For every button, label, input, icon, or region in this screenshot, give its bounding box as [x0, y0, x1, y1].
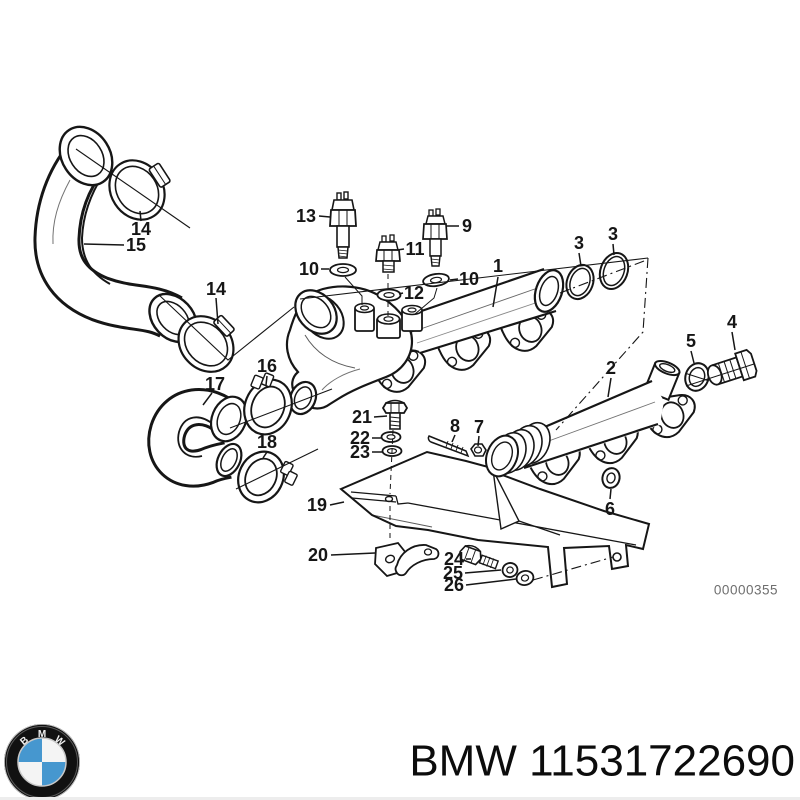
callout-leader-5 [690, 350, 695, 364]
pipe-2-slip-end [485, 421, 551, 478]
callout-leader-18 [262, 451, 268, 459]
callout-leader-12 [398, 292, 404, 295]
callout-leader-10 [449, 278, 459, 281]
callout-20: 20 [308, 545, 328, 565]
bolt-21 [381, 399, 409, 430]
sensor-9 [422, 208, 448, 267]
sensor-boss-2 [376, 313, 401, 339]
alignment-lines [75, 148, 755, 581]
callout-5: 5 [686, 331, 696, 351]
callout-24: 24 [444, 549, 464, 569]
bmw-logo-letter-m: M [38, 729, 46, 740]
washer-10-left [329, 263, 357, 277]
bolt-24 [459, 544, 500, 570]
washer-6 [601, 467, 621, 489]
bmw-logo: B M W [4, 724, 80, 800]
callout-16: 16 [257, 356, 277, 376]
callout-22: 22 [350, 428, 370, 448]
washer-12 [376, 288, 402, 302]
callout-leader-14 [215, 297, 219, 325]
callout-leader-3 [612, 243, 615, 256]
sensor-11 [375, 234, 401, 273]
callout-leader-26 [465, 578, 517, 586]
callout-12: 12 [404, 283, 424, 303]
nut-25 [501, 562, 519, 578]
callout-leader-19 [329, 501, 345, 506]
callout-leader-3 [578, 252, 582, 267]
callout-13: 13 [296, 206, 316, 226]
hose-17 [147, 388, 249, 488]
washer-26 [515, 569, 535, 587]
callout-14: 14 [206, 279, 226, 299]
washer-10-right [422, 272, 450, 288]
diagram-code: 00000355 [714, 583, 778, 598]
callout-leader-14 [139, 210, 142, 222]
callout-21: 21 [352, 407, 372, 427]
housing-inlet-collar [294, 289, 345, 340]
callout-3: 3 [574, 233, 584, 253]
footer: B M W BMW 11531722690 [4, 724, 795, 800]
ring-16 [243, 372, 293, 436]
o-ring-3b [598, 252, 630, 290]
callout-leader-11 [396, 248, 405, 251]
callout-2: 2 [606, 358, 616, 378]
hose-clamp-14a [108, 159, 171, 221]
sensor-13 [329, 191, 357, 259]
callout-7: 7 [474, 417, 484, 437]
callout-14: 14 [131, 219, 151, 239]
callout-9: 9 [462, 216, 472, 236]
callout-leader-4 [731, 331, 736, 351]
callout-leader-6 [609, 488, 612, 500]
callout-leader-1 [492, 276, 499, 308]
callout-8: 8 [450, 416, 460, 436]
o-ring-3a [565, 263, 595, 301]
callout-11: 11 [405, 239, 424, 259]
sensor-boss-3 [401, 304, 423, 332]
callout-10: 10 [299, 259, 319, 279]
hose-17-top-opening [209, 395, 249, 443]
callout-leader-13 [318, 215, 331, 218]
callout-18: 18 [257, 432, 277, 452]
bmw-logo-quadrants [17, 737, 67, 787]
callout-3: 3 [608, 224, 618, 244]
nut-7 [470, 443, 487, 457]
washer-22 [380, 431, 402, 443]
callout-leader-15 [83, 243, 125, 246]
callout-10: 10 [459, 269, 479, 289]
callout-15: 15 [126, 235, 146, 255]
callout-26: 26 [444, 575, 464, 595]
bracket-20 [374, 541, 440, 578]
callout-19: 19 [307, 495, 327, 515]
callout-leader-2 [607, 377, 612, 398]
callout-leader-21 [373, 415, 388, 418]
callout-1: 1 [493, 256, 503, 276]
callout-leader-20 [330, 552, 376, 556]
callout-4: 4 [727, 312, 737, 332]
callout-leader-25 [464, 569, 502, 574]
plug-4 [706, 348, 758, 386]
housing-outlet [288, 380, 318, 416]
callout-25: 25 [443, 563, 463, 583]
callout-6: 6 [605, 499, 615, 519]
part-number-text: BMW 11531722690 [409, 737, 795, 786]
hose-17-end-opening [215, 442, 243, 478]
pipe-2 [485, 359, 696, 486]
callout-leader-17 [202, 392, 213, 406]
callout-23: 23 [350, 442, 370, 462]
sensor-boss-1 [354, 302, 375, 332]
hose-clamp-14b [177, 314, 235, 373]
page-bottom-edge [0, 797, 800, 800]
pipe-1 [372, 267, 565, 393]
callout-leader-16 [265, 375, 268, 386]
pipe-1-end-opening [533, 269, 565, 313]
callout-leader-7 [477, 435, 480, 447]
water-housing [285, 285, 423, 416]
callout-17: 17 [205, 374, 225, 394]
hose-15 [33, 125, 198, 344]
callout-leader-8 [451, 434, 456, 443]
stud-8 [427, 435, 470, 458]
